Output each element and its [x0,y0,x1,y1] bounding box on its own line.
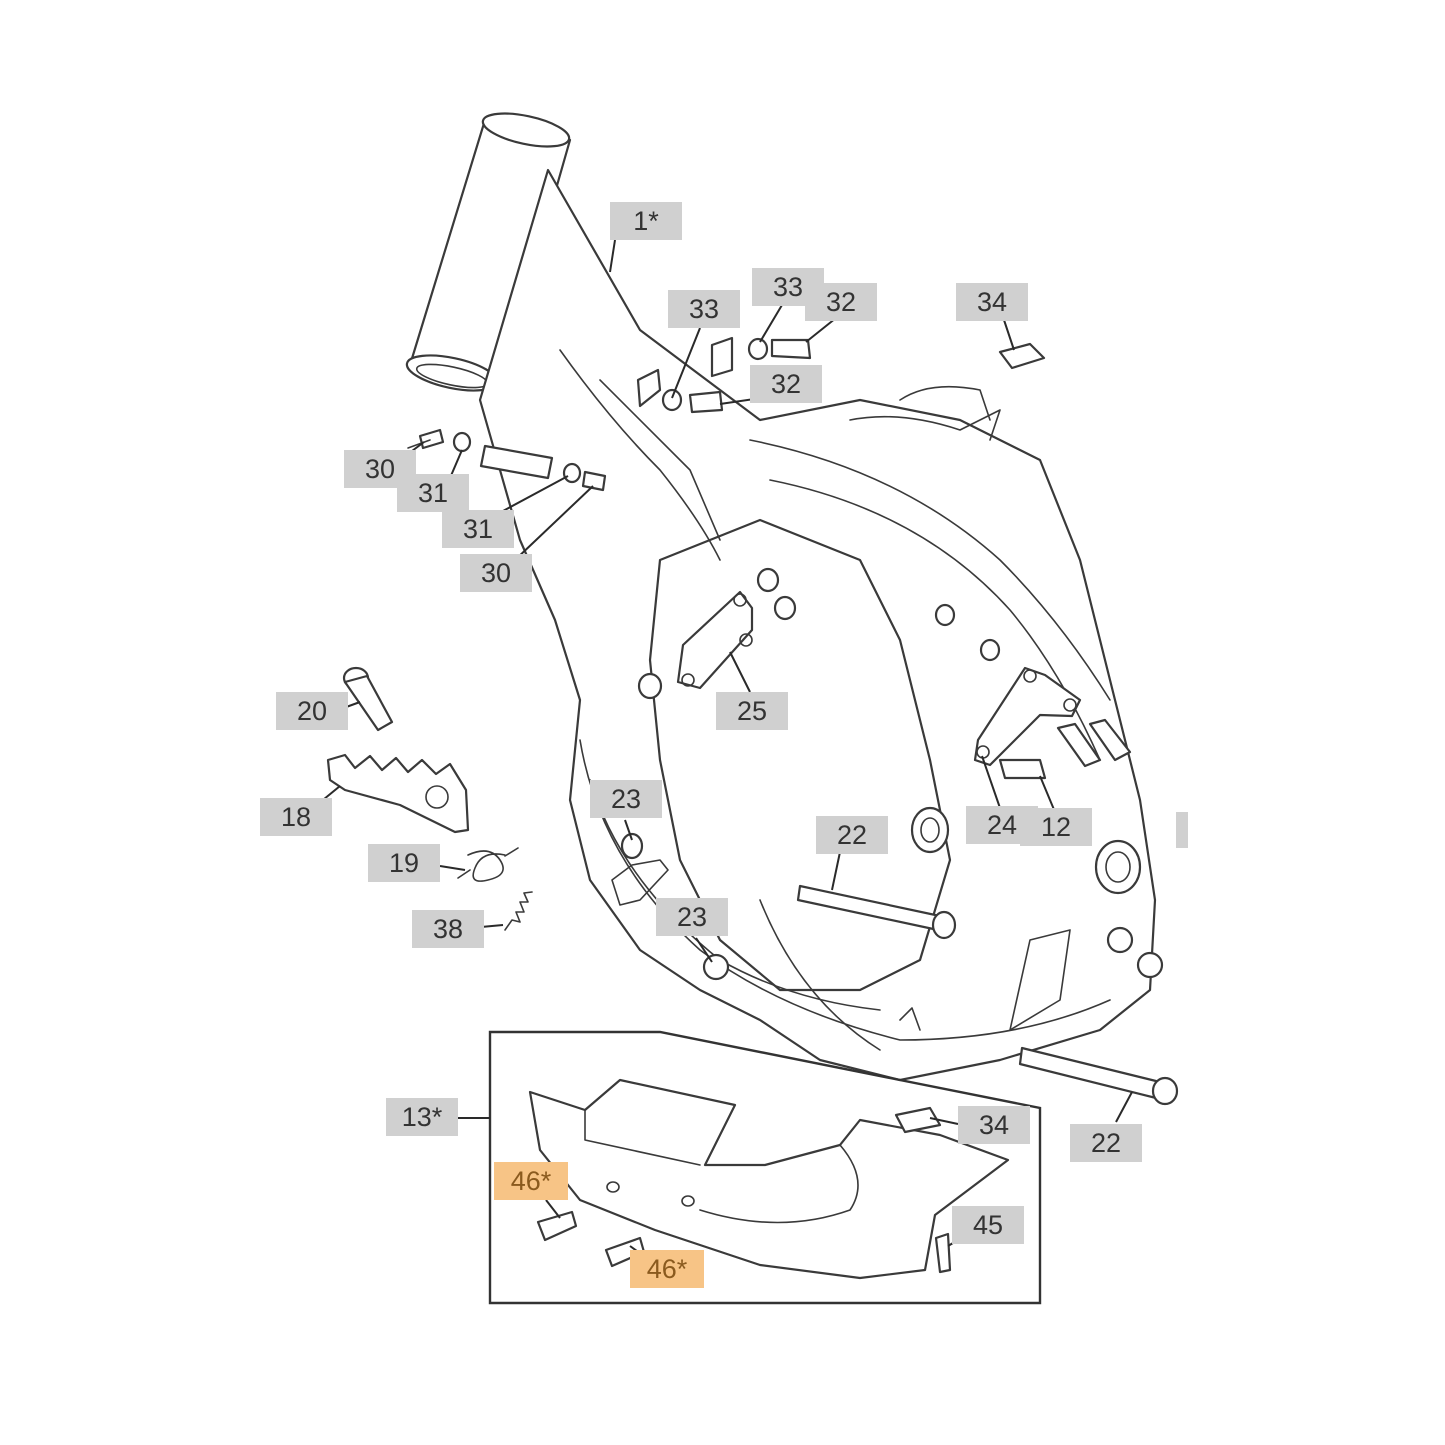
callout-24-text: 24 [987,810,1017,840]
callout-33-right-text: 33 [773,272,803,302]
callout-25: 25 [716,692,788,730]
footpeg-18 [326,753,470,834]
callout-labels: 1* 33 33 32 34 32 30 31 31 30 20 25 18 2… [260,202,1142,1288]
callout-32-upper: 32 [805,283,877,321]
callout-32-upper-text: 32 [826,287,856,317]
callout-30-lower-text: 30 [481,558,511,588]
callout-38-text: 38 [433,914,463,944]
callout-32-lower: 32 [750,365,822,403]
frame-drawing [405,112,1164,1082]
washer-31-upper [452,431,472,453]
callout-31-lower-text: 31 [463,514,493,544]
clip-nut-34-inset [894,1106,942,1134]
steering-head-tube [405,112,572,392]
bolt-30-upper [407,428,445,450]
bushing-23-upper [620,832,644,860]
callout-46-right-text: 46* [647,1254,688,1284]
callout-30-upper-text: 30 [365,454,395,484]
washer-31-lower [562,462,582,484]
spring-19 [457,847,519,882]
callout-20: 20 [276,692,348,730]
callout-20-text: 20 [297,696,327,726]
bolt-30-lower [581,470,607,492]
callout-33-left-text: 33 [689,294,719,324]
callout-34-top-text: 34 [977,287,1007,317]
bushing-23-lower [702,953,730,981]
callout-12-text: 12 [1041,812,1071,842]
callout-31-upper-text: 31 [418,478,448,508]
callout-13: 13* [386,1098,458,1136]
washer-33-right [747,337,769,361]
callout-18: 18 [260,798,332,836]
washer-33-left [661,388,683,412]
callout-45-text: 45 [973,1210,1003,1240]
callout-1: 1* [610,202,682,240]
spacer-pin [479,444,554,480]
callout-22-lower-text: 22 [1091,1128,1121,1158]
skid-plate-inset [488,1030,1042,1305]
inset-frame [488,1030,1042,1305]
skid-plate-13 [528,1078,1010,1280]
callout-46-left-text: 46* [511,1166,552,1196]
callout-31-lower: 31 [442,510,514,548]
callout-32-lower-text: 32 [771,369,801,399]
clip-nut-34-top [998,342,1046,370]
callout-19-text: 19 [389,848,419,878]
callout-34-inset: 34 [958,1106,1030,1144]
bracket-25 [676,590,754,690]
bolt-12-c [1088,718,1132,762]
callout-46-left: 46* [494,1162,568,1200]
callout-23-upper-text: 23 [611,784,641,814]
callout-13-text: 13* [402,1102,443,1132]
bolt-32-lower [688,390,724,414]
footpeg-pin-20 [342,666,394,732]
callout-18-text: 18 [281,802,311,832]
clip-33-left [636,368,662,408]
callout-30-lower: 30 [460,554,532,592]
callout-46-right: 46* [630,1250,704,1288]
callout-23-lower: 23 [656,898,728,936]
bolt-46-left [536,1210,578,1242]
callout-22-lower: 22 [1070,1124,1142,1162]
spring-38 [504,891,533,931]
callout-38: 38 [412,910,484,948]
callout-33-left: 33 [668,290,740,328]
small-parts [326,336,1179,1106]
cropped-label-fragment [1176,812,1188,848]
callout-25-text: 25 [737,696,767,726]
callout-12: 12 [1020,808,1092,846]
callout-34-top: 34 [956,283,1028,321]
callout-23-upper: 23 [590,780,662,818]
callout-23-lower-text: 23 [677,902,707,932]
bolt-12-b [1056,722,1102,768]
callout-22-upper: 22 [816,816,888,854]
screw-45 [934,1232,952,1274]
callout-31-upper: 31 [397,474,469,512]
clip-33-right [710,336,734,378]
callout-1-text: 1* [633,206,659,236]
callout-45: 45 [952,1206,1024,1244]
axle-bolt-22-lower [1018,1046,1162,1100]
callout-19: 19 [368,844,440,882]
callout-34-inset-text: 34 [979,1110,1009,1140]
bolt-12-a [998,758,1047,780]
upper-frame-tube [749,439,1111,701]
callout-22-upper-text: 22 [837,820,867,850]
bolt-32-upper [770,338,812,360]
